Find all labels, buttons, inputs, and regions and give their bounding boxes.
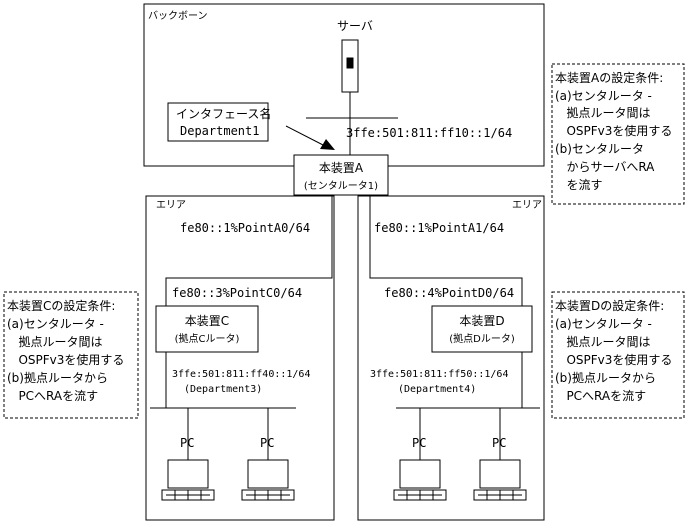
note-d-line: 拠点ルータ間は (555, 335, 650, 349)
note-d-line: (a)センタルータ - (555, 317, 652, 331)
note-d-line: 本装置Dの設定条件: (555, 298, 664, 313)
note-d-line: (b)拠点ルータから (555, 371, 656, 385)
note-c-line: OSPFv3を使用する (7, 352, 124, 367)
monitor-icon (167, 459, 209, 489)
router-c-name: 本装置C (185, 314, 229, 328)
pc-c1: PC (161, 408, 215, 501)
note-c-box (3, 291, 139, 419)
pc-c1-label: PC (180, 436, 194, 450)
link-a-to-c (165, 195, 333, 306)
router-d-box (431, 305, 533, 353)
monitor-icon (247, 459, 289, 489)
note-c-line: PCへRAを流す (7, 389, 98, 403)
note-c-line: (a)センタルータ - (7, 317, 104, 331)
note-a-text: 本装置Aの設定条件: (a)センタルータ - 拠点ルータ間は OSPFv3を使用… (555, 70, 672, 192)
note-a-line: 本装置Aの設定条件: (555, 70, 663, 85)
note-a-line: (a)センタルータ - (555, 89, 652, 103)
note-d-line: OSPFv3を使用する (555, 352, 672, 367)
callout-arrow-head (320, 139, 335, 150)
right-link-d-address: fe80::4%PointD0/64 (384, 286, 514, 300)
note-c-text: 本装置Cの設定条件: (a)センタルータ - 拠点ルータ間は OSPFv3を使用… (7, 298, 124, 403)
note-a-line: を流す (555, 178, 602, 192)
router-a-box (293, 154, 389, 196)
note-a-line: OSPFv3を使用する (555, 123, 672, 138)
left-link-a-address: fe80::1%PointA0/64 (180, 221, 310, 235)
note-c-line: 本装置Cの設定条件: (7, 298, 115, 313)
note-c-line: 拠点ルータ間は (7, 335, 102, 349)
router-c-role: (拠点Cルータ) (175, 332, 240, 345)
note-d-box (551, 291, 685, 419)
router-d-department: (Department4) (398, 384, 476, 395)
router-a-name: 本装置A (319, 161, 364, 175)
note-d-line: PCへRAを流す (555, 389, 646, 403)
backbone-label: バックボーン (148, 10, 208, 22)
server-icon (341, 39, 359, 93)
pc-c2: PC (241, 408, 295, 501)
callout-arrow-line (285, 125, 326, 147)
pc-d2-label: PC (492, 436, 506, 450)
pc-d1-label: PC (412, 436, 426, 450)
pc-d1: PC (393, 408, 447, 501)
router-d-name: 本装置D (459, 314, 504, 328)
note-a-line: 拠点ルータ間は (555, 106, 650, 120)
router-d-role: (拠点Dルータ) (449, 332, 515, 345)
backbone-prefix: 3ffe:501:811:ff10::1/64 (346, 126, 512, 140)
note-c-line: (b)拠点ルータから (7, 371, 108, 385)
router-c-prefix: 3ffe:501:811:ff40::1/64 (172, 369, 310, 380)
interface-callout-name: Department1 (180, 124, 259, 138)
monitor-icon (479, 459, 521, 489)
monitor-icon (399, 459, 441, 489)
note-a-line: からサーバへRA (555, 160, 655, 174)
note-a-box (551, 63, 685, 205)
link-a-to-d (369, 195, 523, 306)
note-d-text: 本装置Dの設定条件: (a)センタルータ - 拠点ルータ間は OSPFv3を使用… (555, 298, 672, 403)
interface-callout-title: インタフェース名 (176, 106, 271, 121)
right-link-a-address: fe80::1%PointA1/64 (374, 221, 504, 235)
pc-c2-label: PC (260, 436, 274, 450)
note-a-line: (b)センタルータ (555, 142, 644, 156)
left-area-label: エリア (156, 200, 186, 211)
right-area-label: エリア (512, 200, 542, 211)
router-c-box (155, 305, 259, 353)
pc-d2: PC (473, 408, 527, 501)
router-d-prefix: 3ffe:501:811:ff50::1/64 (370, 369, 508, 380)
interface-callout-box (167, 102, 269, 142)
left-link-c-address: fe80::3%PointC0/64 (172, 286, 302, 300)
server-label: サーバ (337, 19, 373, 33)
router-c-department: (Department3) (184, 384, 262, 395)
router-a-role: (センタルータ1) (304, 180, 378, 192)
